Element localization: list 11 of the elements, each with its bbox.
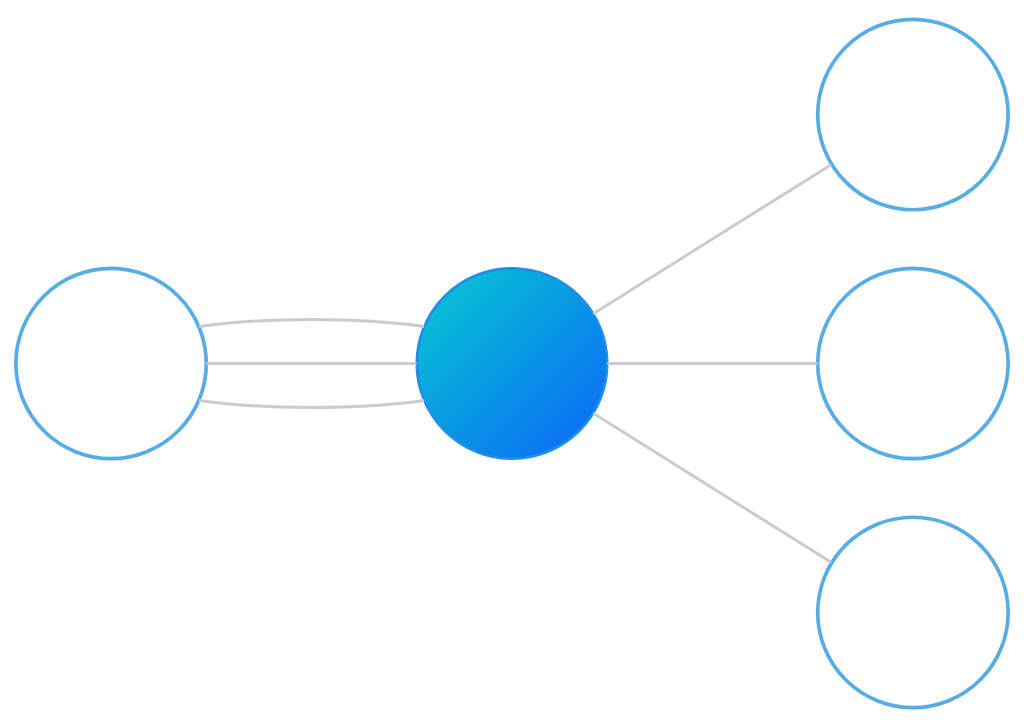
- connector: [592, 412, 832, 564]
- connector: [607, 362, 818, 365]
- connector: [198, 318, 425, 328]
- node-circle: [815, 17, 1010, 212]
- node-circle: [415, 266, 609, 461]
- node-circle: [14, 266, 209, 461]
- node-circle: [815, 266, 1010, 461]
- connector: [198, 399, 425, 409]
- node-circle: [815, 515, 1010, 710]
- connector: [206, 362, 417, 365]
- connector: [592, 163, 832, 315]
